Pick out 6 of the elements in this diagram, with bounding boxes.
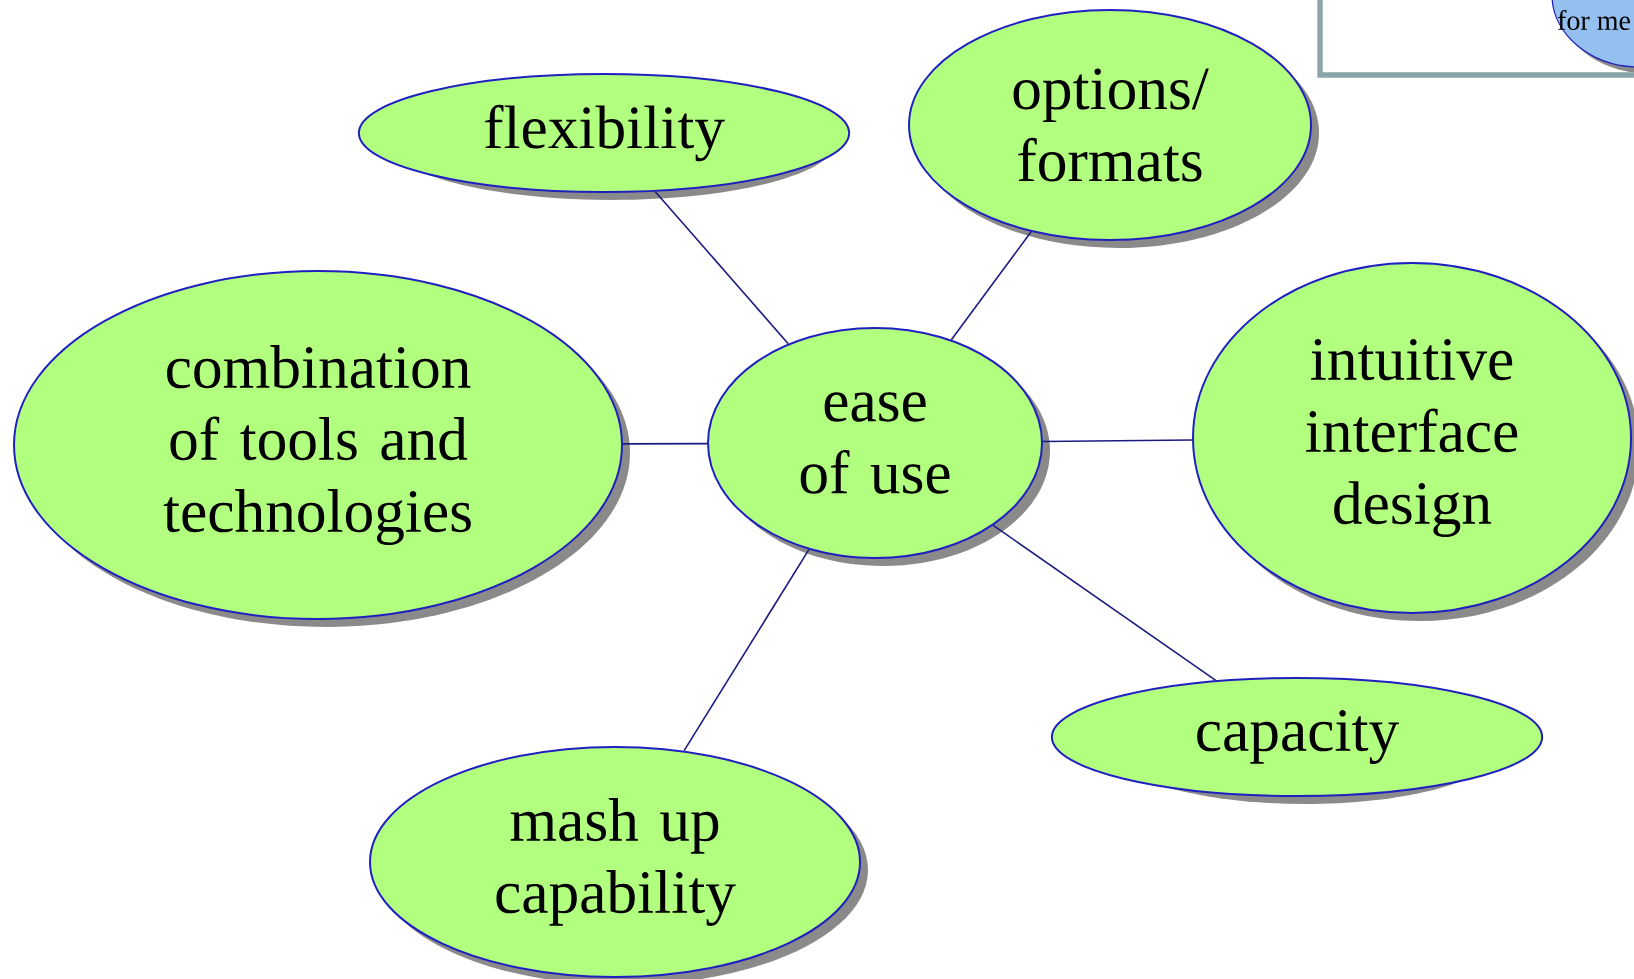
connector-line — [1042, 439, 1193, 443]
connector-line — [992, 524, 1217, 682]
connector-line — [622, 442, 708, 445]
connector-line — [683, 548, 810, 752]
connector-line — [654, 190, 789, 345]
connector-line — [950, 231, 1032, 341]
